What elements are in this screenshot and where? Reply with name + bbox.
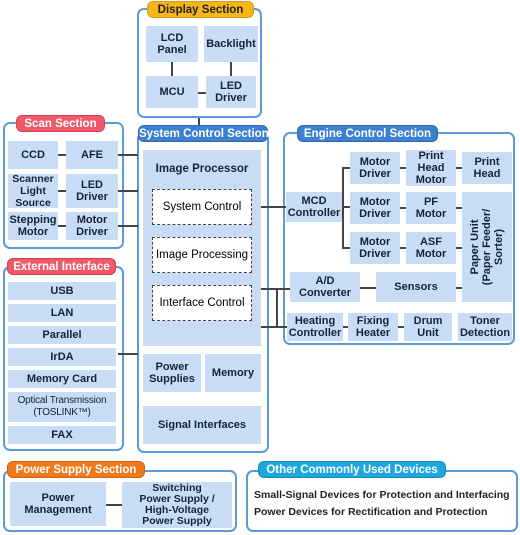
- parallel-block: Parallel: [8, 326, 116, 344]
- ad-converter-block: A/D Converter: [290, 272, 360, 302]
- drum-unit-block: Drum Unit: [404, 313, 452, 341]
- connector: [171, 62, 173, 76]
- pf-motor-block: PF Motor: [406, 192, 456, 224]
- scan-led-driver-block: LED Driver: [66, 174, 118, 208]
- toner-detection-block: Toner Detection: [458, 313, 512, 341]
- connector: [400, 167, 406, 169]
- other-devices-title: Other Commonly Used Devices: [258, 461, 446, 478]
- connector: [261, 288, 290, 290]
- connector: [400, 247, 406, 249]
- paper-unit-label: Paper Unit (Paper Feeder/ Sorter): [469, 208, 505, 286]
- connector: [400, 207, 406, 209]
- fixing-heater-block: Fixing Heater: [348, 313, 398, 341]
- connector: [343, 326, 348, 328]
- connector: [456, 207, 462, 209]
- connector: [58, 190, 66, 192]
- other-devices-section: [246, 470, 518, 532]
- print-head-motor-block: Print Head Motor: [406, 150, 456, 186]
- power-supplies-block: Power Supplies: [143, 354, 201, 392]
- connector: [456, 287, 462, 289]
- connector: [276, 288, 278, 328]
- heating-controller-block: Heating Controller: [287, 313, 343, 341]
- irda-block: IrDA: [8, 348, 116, 366]
- connector: [58, 225, 66, 227]
- external-interface-title: External Interface: [7, 258, 116, 275]
- memory-block: Memory: [205, 354, 261, 392]
- connector: [261, 326, 290, 328]
- ccd-block: CCD: [8, 141, 58, 169]
- print-head-block: Print Head: [462, 152, 512, 184]
- display-led-driver-block: LED Driver: [206, 76, 256, 108]
- signal-interfaces-block: Signal Interfaces: [143, 406, 261, 444]
- connector: [198, 92, 206, 94]
- sensors-block: Sensors: [376, 272, 456, 302]
- connector: [118, 225, 138, 227]
- connector: [198, 118, 200, 128]
- switching-power-supply-block: Switching Power Supply / High-Voltage Po…: [122, 482, 232, 528]
- power-supply-title: Power Supply Section: [7, 461, 145, 478]
- mcd-controller-block: MCD Controller: [286, 192, 342, 222]
- connector: [342, 206, 350, 208]
- engine-motor-driver-1: Motor Driver: [350, 152, 400, 184]
- engine-control-title: Engine Control Section: [297, 125, 438, 142]
- paper-unit-block: [462, 192, 512, 302]
- connector: [342, 247, 350, 249]
- power-management-block: Power Management: [10, 482, 106, 526]
- connector: [118, 190, 138, 192]
- connector: [230, 62, 232, 76]
- system-control-title: System Control Section: [138, 125, 269, 142]
- engine-motor-driver-3: Motor Driver: [350, 232, 400, 264]
- scanner-light-source-block: Scanner Light Source: [8, 173, 58, 209]
- fax-block: FAX: [8, 426, 116, 444]
- connector: [398, 326, 404, 328]
- interface-control-block: Interface Control: [152, 285, 252, 321]
- image-processing-block: Image Processing: [152, 237, 252, 273]
- other-devices-line-1: Small-Signal Devices for Protection and …: [254, 489, 510, 501]
- connector: [360, 287, 376, 289]
- mcu-block: MCU: [146, 76, 198, 108]
- display-section-title: Display Section: [147, 1, 254, 18]
- lcd-panel-block: LCD Panel: [146, 26, 198, 62]
- connector: [456, 247, 462, 249]
- connector: [118, 154, 138, 156]
- system-control-block: System Control: [152, 189, 252, 225]
- engine-motor-driver-2: Motor Driver: [350, 192, 400, 224]
- scan-motor-driver-block: Motor Driver: [66, 212, 118, 240]
- connector: [261, 206, 287, 208]
- other-devices-line-2: Power Devices for Rectification and Prot…: [254, 506, 488, 518]
- lan-block: LAN: [8, 304, 116, 322]
- memory-card-block: Memory Card: [8, 370, 116, 388]
- image-processor-label: Image Processor: [155, 163, 249, 175]
- connector: [342, 167, 344, 249]
- afe-block: AFE: [66, 141, 118, 169]
- connector: [106, 504, 122, 506]
- asf-motor-block: ASF Motor: [406, 232, 456, 264]
- connector: [118, 353, 138, 355]
- connector: [58, 154, 66, 156]
- optical-transmission-block: Optical Transmission (TOSLINK™): [8, 392, 116, 422]
- backlight-block: Backlight: [204, 26, 258, 62]
- connector: [342, 167, 350, 169]
- usb-block: USB: [8, 282, 116, 300]
- stepping-motor-block: Stepping Motor: [8, 212, 58, 240]
- connector: [456, 167, 462, 169]
- scan-section-title: Scan Section: [16, 115, 105, 132]
